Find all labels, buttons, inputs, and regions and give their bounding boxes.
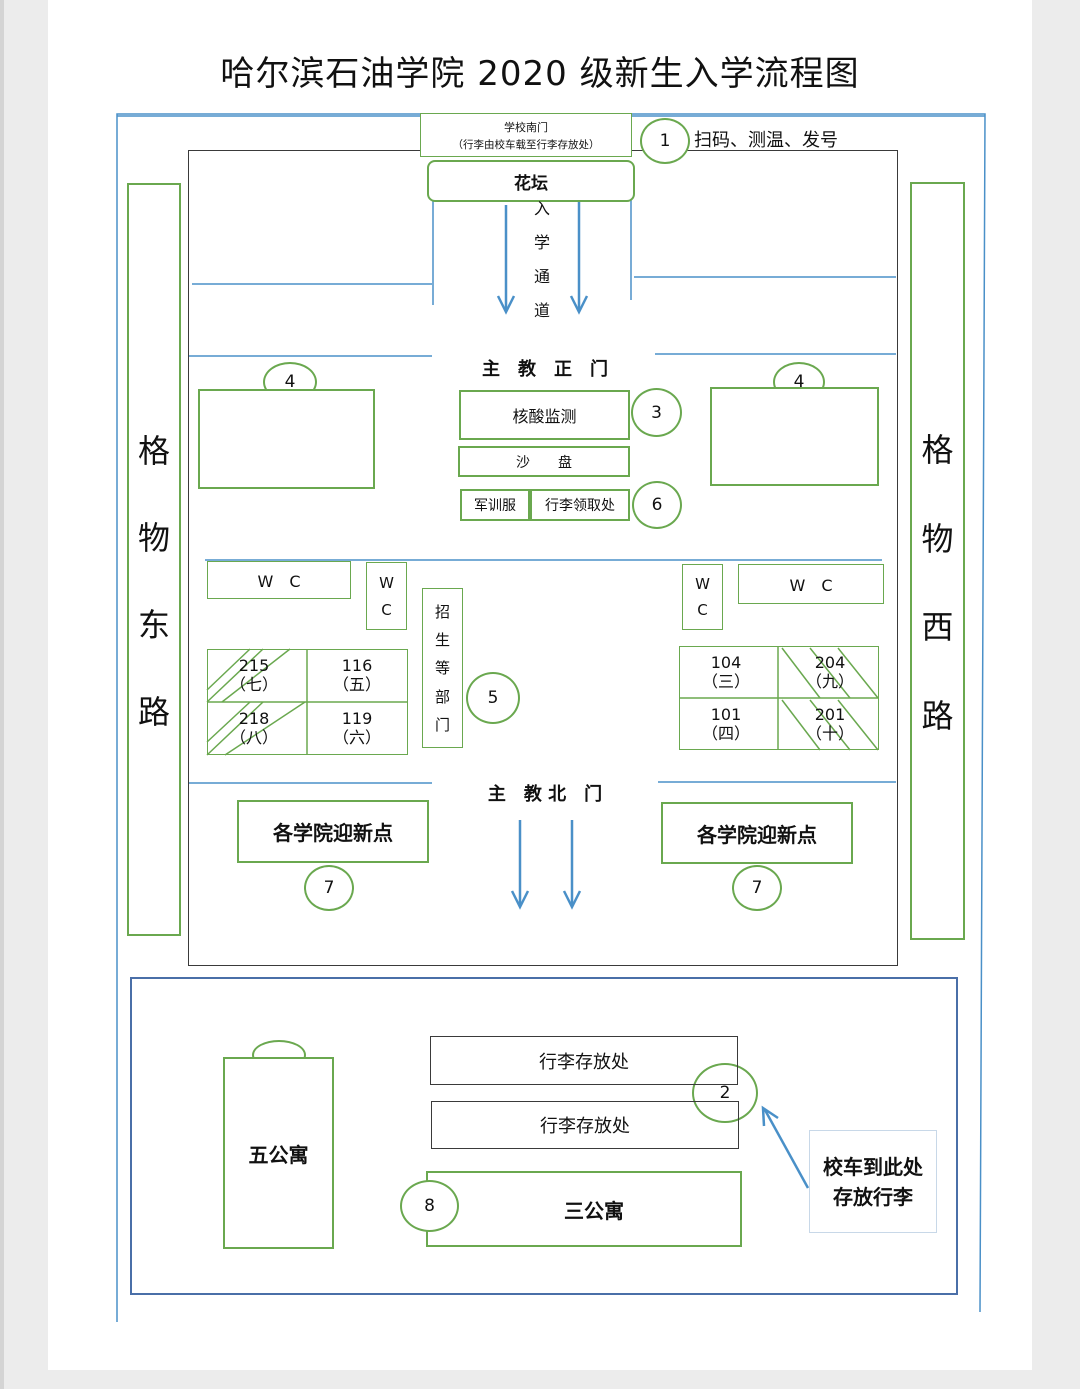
wc-left: W C [207,561,351,599]
room-group: （六） [332,728,381,747]
wc-letter: W [695,575,710,593]
step-1-text: 扫码、测温、发号 [694,130,838,151]
room-number: 116 [341,656,373,675]
entrance-char: 学 [533,233,550,252]
school-bus-note: 校车到此处存放行李 [809,1130,937,1233]
luggage-storage-1: 行李存放处 [430,1036,738,1085]
luggage-pickup: 行李领取处 [530,489,630,521]
room-number: 104 [710,653,742,672]
military-uniform: 军训服 [460,489,530,521]
room-number: 101 [710,705,742,724]
admissions-char: 招 [434,602,450,621]
road-char: 东 [137,606,170,645]
room-cell: 116 （五） [325,656,389,694]
wc-left-vertical: W C [366,562,407,630]
room-group: （七） [229,675,278,694]
room-cell: 204 （九） [798,653,862,691]
room-group: （九） [805,672,854,691]
road-char: 格 [137,431,170,470]
wc-right: W C [738,564,884,604]
nucleic-acid-testing: 核酸监测 [459,390,630,440]
step-7-marker-left: 7 [304,865,354,911]
admissions-char: 生 [434,631,450,650]
room-number: 204 [814,653,846,672]
step-7-marker-right: 7 [732,865,782,911]
step-3-marker: 3 [631,388,682,437]
wc-letter: C [697,601,708,619]
flower-bed: 花坛 [427,160,635,202]
gewu-east-road: 格 物 东 路 [127,183,181,936]
step-6-marker: 6 [632,481,682,529]
area-4-left [198,389,375,489]
step-2-marker: 2 [692,1063,758,1123]
room-cell: 119 （六） [325,709,389,747]
entrance-char: 通 [533,267,550,286]
south-gate-label: 学校南门 [504,120,548,134]
room-cell: 218 （八） [224,709,284,747]
entrance-char: 入 [533,199,550,218]
room-group: （八） [229,728,278,747]
road-char: 西 [921,608,954,647]
admissions-department: 招 生 等 部 门 [422,588,463,748]
room-number: 218 [238,709,270,728]
admissions-char: 等 [434,659,450,678]
gewu-west-road: 格 物 西 路 [910,182,965,940]
road-char: 物 [921,519,954,558]
wc-letter: C [381,600,392,619]
apartment-5: 五公寓 [223,1057,334,1249]
room-cell: 201 （十） [798,705,862,743]
entrance-channel: 入 学 通 道 [528,190,556,326]
step-1-marker: 1 [640,118,690,164]
area-4-right [710,387,879,486]
road-char: 格 [921,431,954,470]
road-char: 物 [137,518,170,557]
apartment-3: 三公寓 [426,1171,742,1247]
school-south-gate: 学校南门 （行李由校车载至行李存放处） [420,113,632,157]
main-building-north-gate: 主 教 北 门 [487,784,603,805]
wc-right-vertical: W C [682,564,723,630]
admissions-char: 部 [434,687,450,706]
room-number: 201 [814,705,846,724]
room-group: （五） [332,675,381,694]
south-gate-note: （行李由校车载至行李存放处） [452,138,600,151]
luggage-storage-2: 行李存放处 [431,1101,739,1149]
college-welcome-right: 各学院迎新点 [661,802,853,864]
entrance-char: 道 [533,301,550,320]
step-5-marker: 5 [466,672,520,724]
screen-edge [0,0,4,1389]
road-char: 路 [921,696,954,735]
room-cell: 215 （七） [224,656,284,694]
college-welcome-left: 各学院迎新点 [237,800,429,863]
main-building-south-gate: 主 教 正 门 [482,359,608,380]
sand-table: 沙 盘 [458,446,630,477]
room-group: （十） [805,724,854,743]
road-char: 路 [137,693,170,732]
step-8-marker: 8 [400,1180,459,1232]
rooms-right-grid [679,646,879,750]
dormitory-area [130,977,958,1295]
room-group: （四） [701,724,750,743]
room-number: 119 [341,709,373,728]
page-title: 哈尔滨石油学院 2020 级新生入学流程图 [220,54,860,94]
room-number: 215 [238,656,270,675]
room-cell: 104 （三） [694,653,758,691]
room-cell: 101 （四） [694,705,758,743]
room-group: （三） [701,672,750,691]
admissions-char: 门 [434,716,450,735]
wc-letter: W [379,573,394,592]
